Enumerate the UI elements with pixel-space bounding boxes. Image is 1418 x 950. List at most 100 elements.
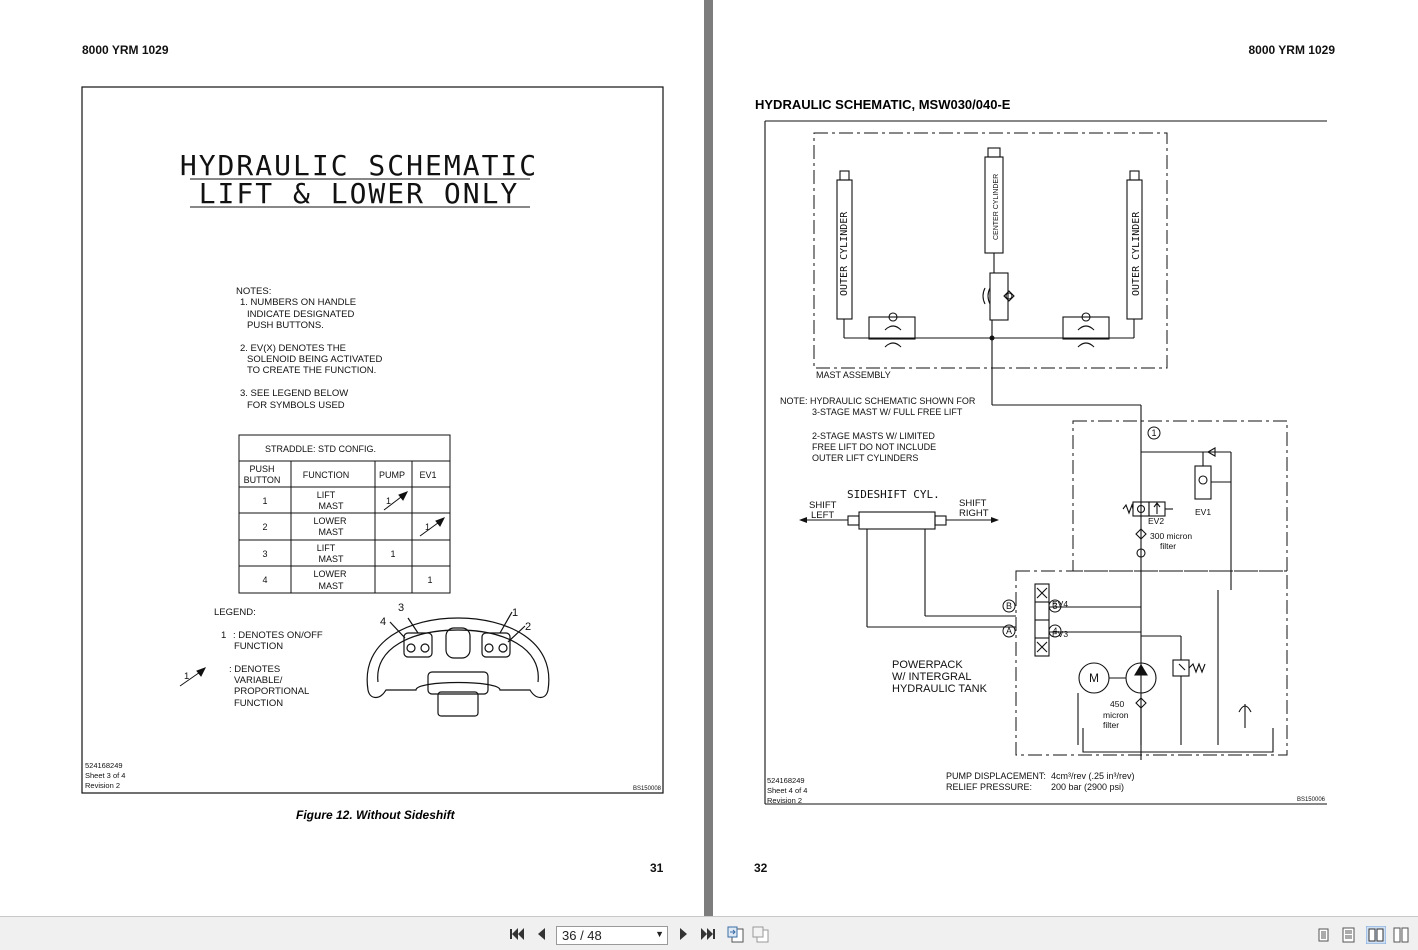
hydraulic-schematic: OUTER CYLINDER CENTER CYLINDER OUTER CYL… xyxy=(764,120,1327,805)
fit-page-icon[interactable] xyxy=(727,926,744,943)
filter-label: filter xyxy=(1160,541,1176,551)
note-line: 1. NUMBERS ON HANDLE xyxy=(240,297,356,308)
drawing-code: BS150006 xyxy=(1297,797,1326,803)
continuous-view-icon[interactable] xyxy=(1342,927,1356,943)
drawing-number: 524168249 xyxy=(85,761,123,770)
function-table xyxy=(238,434,451,594)
filter-label: 300 micron xyxy=(1150,531,1192,541)
relief-pressure-label: RELIEF PRESSURE: xyxy=(946,782,1032,792)
table-header: EV1 xyxy=(419,470,436,480)
filter-label: filter xyxy=(1103,720,1119,730)
single-page-view-icon[interactable] xyxy=(1318,928,1330,942)
table-cell: 1 xyxy=(386,496,391,506)
left-drawing: HYDRAULIC SCHEMATIC LIFT & LOWER ONLY NO… xyxy=(81,86,664,794)
note-line: 3. SEE LEGEND BELOW xyxy=(240,388,348,399)
fit-width-icon[interactable] xyxy=(752,926,769,943)
filter-label: 450 xyxy=(1110,699,1124,709)
first-page-icon[interactable] xyxy=(509,927,525,941)
note-line: 2. EV(X) DENOTES THE xyxy=(240,343,346,354)
page-heading: HYDRAULIC SCHEMATIC, MSW030/040-E xyxy=(755,97,1011,112)
filter-label: micron xyxy=(1103,710,1129,720)
legend-text: : DENOTES ON/OFF xyxy=(233,630,323,641)
shift-left-label: SHIFT xyxy=(809,500,837,511)
table-cell: MAST xyxy=(318,581,344,591)
handle-label: 4 xyxy=(380,616,386,628)
center-cylinder-label: CENTER CYLINDER xyxy=(993,174,1000,240)
port-label: 1 xyxy=(1151,428,1156,438)
note-line: PUSH BUTTONS. xyxy=(247,320,324,331)
table-cell: LOWER xyxy=(313,569,347,579)
table-cell: LIFT xyxy=(317,490,336,500)
table-header: PUSH xyxy=(249,464,274,474)
outer-cylinder-label: OUTER CYLINDER xyxy=(1131,211,1142,296)
control-handle-icon xyxy=(366,611,550,717)
viewer-toolbar xyxy=(0,916,1418,950)
note-line: INDICATE DESIGNATED xyxy=(247,309,354,320)
table-header: FUNCTION xyxy=(303,470,350,480)
table-cell: LOWER xyxy=(313,516,347,526)
drawing-sheet: Sheet 4 of 4 xyxy=(767,786,807,795)
ev4-label: EV4 xyxy=(1052,599,1068,609)
note-line: NOTE: HYDRAULIC SCHEMATIC SHOWN FOR xyxy=(780,396,976,406)
shift-right-label: RIGHT xyxy=(959,508,989,519)
note-line: 2-STAGE MASTS W/ LIMITED xyxy=(812,431,935,441)
legend-symbol: 1 xyxy=(184,671,189,682)
two-page-continuous-icon[interactable] xyxy=(1393,927,1409,943)
port-label: 4 xyxy=(1052,626,1057,636)
note-line: FOR SYMBOLS USED xyxy=(247,400,345,411)
legend-text: PROPORTIONAL xyxy=(234,686,309,697)
pump-displacement-label: PUMP DISPLACEMENT: xyxy=(946,771,1046,781)
left-page: 8000 YRM 1029 HYDRAULIC SCHEMATIC LIFT &… xyxy=(0,0,704,916)
port-label: 3 xyxy=(1052,601,1057,611)
legend-text: : DENOTES xyxy=(229,664,280,675)
table-cell: 1 xyxy=(425,522,430,532)
legend-text: FUNCTION xyxy=(234,641,283,652)
next-page-icon[interactable] xyxy=(678,927,690,941)
title-line2: LIFT & LOWER ONLY xyxy=(199,177,520,210)
page-indicator: 36 / 48 xyxy=(562,928,602,943)
table-cell: LIFT xyxy=(317,543,336,553)
powerpack-label: HYDRAULIC TANK xyxy=(892,683,988,695)
legend-text: FUNCTION xyxy=(234,698,283,709)
table-cell: 1 xyxy=(427,575,432,585)
page-number-select[interactable]: 36 / 48 ▼ xyxy=(556,926,668,945)
table-cell: 4 xyxy=(262,575,267,585)
note-line: TO CREATE THE FUNCTION. xyxy=(247,365,376,376)
previous-page-icon[interactable] xyxy=(535,927,547,941)
table-caption: STRADDLE: STD CONFIG. xyxy=(265,444,376,454)
table-header: BUTTON xyxy=(244,475,281,485)
note-line: NOTES: xyxy=(236,286,271,297)
ev2-label: EV2 xyxy=(1148,516,1164,526)
drawing-number: 524168249 xyxy=(767,776,805,785)
drawing-sheet: Sheet 3 of 4 xyxy=(85,771,125,780)
legend-title: LEGEND: xyxy=(214,607,256,618)
motor-label: M xyxy=(1089,671,1099,685)
last-page-icon[interactable] xyxy=(700,927,716,941)
doc-id: 8000 YRM 1029 xyxy=(82,43,169,57)
right-page: 8000 YRM 1029 HYDRAULIC SCHEMATIC, MSW03… xyxy=(713,0,1418,916)
chevron-down-icon[interactable]: ▼ xyxy=(655,929,664,939)
drawing-code: BS150008 xyxy=(633,786,662,792)
drawing-revision: Revision 2 xyxy=(767,796,802,805)
port-label: B xyxy=(1006,601,1012,611)
doc-id: 8000 YRM 1029 xyxy=(1248,43,1335,57)
note-line: OUTER LIFT CYLINDERS xyxy=(812,453,918,463)
ev1-label: EV1 xyxy=(1195,507,1211,517)
figure-caption: Figure 12. Without Sideshift xyxy=(296,808,455,822)
table-cell: MAST xyxy=(318,554,344,564)
table-cell: 2 xyxy=(262,522,267,532)
mast-assembly-label: MAST ASSEMBLY xyxy=(816,370,891,380)
powerpack-label: POWERPACK xyxy=(892,659,963,671)
port-label: A xyxy=(1006,626,1012,636)
note-line: 3-STAGE MAST W/ FULL FREE LIFT xyxy=(812,407,963,417)
two-page-view-icon[interactable] xyxy=(1366,926,1386,944)
legend-arrow-icon xyxy=(179,667,207,687)
page-number: 31 xyxy=(650,861,664,875)
table-cell: 1 xyxy=(262,496,267,506)
handle-label: 3 xyxy=(398,602,404,614)
table-header: PUMP xyxy=(379,470,405,480)
pump-displacement-value: 4cm³/rev (.25 in³/rev) xyxy=(1051,771,1135,781)
shift-right-label: SHIFT xyxy=(959,498,987,509)
legend-text: VARIABLE/ xyxy=(234,675,283,686)
table-cell: MAST xyxy=(318,527,344,537)
